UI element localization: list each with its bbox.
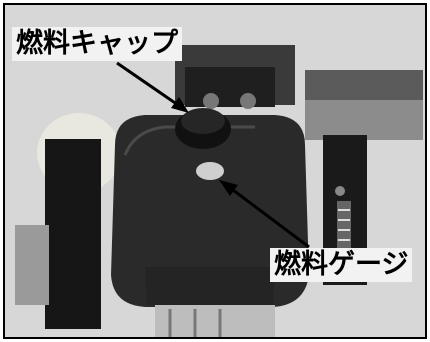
fuel-gauge-label: 燃料ゲージ — [270, 248, 413, 282]
fuel-gauge-pointer-arrow — [219, 180, 310, 249]
fuel-tank-lower — [145, 267, 275, 305]
lower-linkage — [155, 305, 275, 337]
mount-bolt-left — [203, 93, 219, 109]
right-rail-top — [305, 70, 423, 100]
fuel-gauge — [196, 162, 224, 180]
fuel-tank — [111, 115, 309, 307]
upper-mount — [185, 67, 275, 107]
left-lower-panel — [15, 225, 49, 305]
mount-bolt-right — [240, 93, 256, 109]
fuel-cap-label: 燃料キャップ — [12, 27, 182, 61]
right-frame-bolt — [335, 186, 345, 196]
right-rail — [305, 100, 423, 140]
fuel-cap-pointer-arrow — [116, 61, 189, 113]
left-frame-column — [45, 139, 101, 329]
